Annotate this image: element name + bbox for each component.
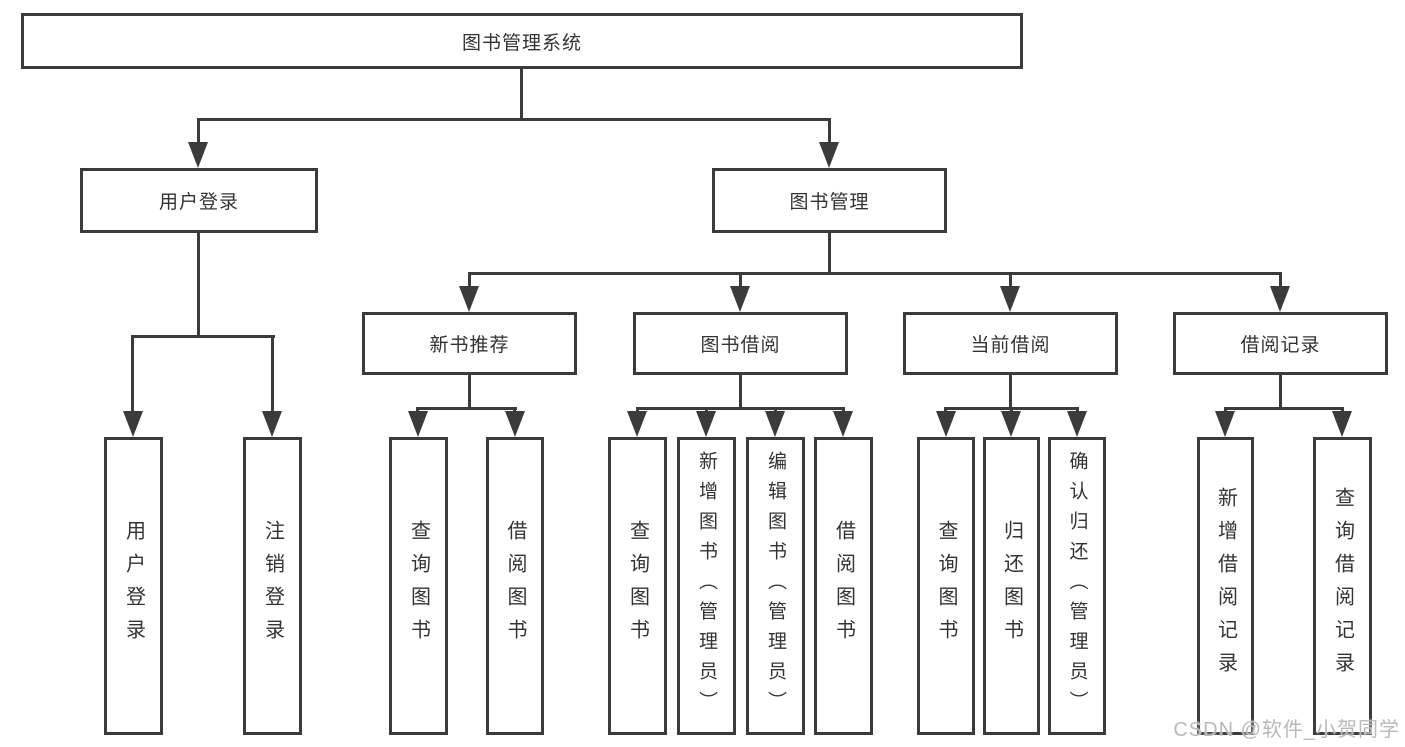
connector-line <box>774 407 777 414</box>
connector-line <box>468 272 1282 275</box>
leaf-borrow-book-2: 借阅图书 <box>814 437 873 735</box>
leaf-borrow-book-2-label: 借阅图书 <box>832 520 855 652</box>
connector-line <box>1076 407 1079 414</box>
arrowhead-down-icon <box>408 411 428 437</box>
node-user-login: 用户登录 <box>80 168 318 233</box>
connector-line <box>1224 407 1227 414</box>
leaf-query-book-1-label: 查询图书 <box>407 520 430 652</box>
node-root: 图书管理系统 <box>21 13 1023 69</box>
node-root-label: 图书管理系统 <box>461 32 582 54</box>
arrowhead-down-icon <box>627 411 647 437</box>
connector-line <box>1279 272 1282 288</box>
leaf-add-borrow-record-label: 新增借阅记录 <box>1214 487 1237 685</box>
arrowhead-down-icon <box>262 411 282 437</box>
node-current-borrow: 当前借阅 <box>903 312 1118 375</box>
connector-line <box>1010 407 1013 414</box>
leaf-query-book-2-label: 查询图书 <box>626 520 649 652</box>
connector-line <box>739 375 742 407</box>
leaf-query-book-3-label: 查询图书 <box>935 520 957 652</box>
leaf-borrow-book-1-label: 借阅图书 <box>504 520 526 652</box>
connector-line <box>271 335 274 413</box>
leaf-borrow-book-1: 借阅图书 <box>486 437 544 735</box>
arrowhead-down-icon <box>819 142 839 168</box>
leaf-logout: 注销登录 <box>243 437 302 735</box>
connector-line <box>1224 407 1344 410</box>
node-borrow-records-label: 借阅记录 <box>1240 335 1321 356</box>
arrowhead-down-icon <box>730 286 750 312</box>
arrowhead-down-icon <box>1270 286 1290 312</box>
connector-line <box>197 233 200 335</box>
connector-line <box>636 407 639 414</box>
arrowhead-down-icon <box>765 411 785 437</box>
node-new-book-recommend-label: 新书推荐 <box>429 335 510 356</box>
leaf-user-login-label: 用户登录 <box>122 520 145 652</box>
arrowhead-down-icon <box>188 142 208 168</box>
connector-line <box>197 118 831 121</box>
connector-line <box>828 118 831 145</box>
arrowhead-down-icon <box>459 286 479 312</box>
leaf-return-book-label: 归还图书 <box>1000 520 1023 652</box>
node-user-login-label: 用户登录 <box>158 192 239 213</box>
arrowhead-down-icon <box>1332 411 1352 437</box>
leaf-query-book-2: 查询图书 <box>608 437 667 735</box>
arrowhead-down-icon <box>1000 286 1020 312</box>
node-book-management: 图书管理 <box>712 168 947 233</box>
leaf-query-book-3: 查询图书 <box>917 437 975 735</box>
connector-line <box>197 118 200 145</box>
leaf-confirm-return-admin-label: 确认归还（管理员） <box>1066 451 1088 721</box>
arrowhead-down-icon <box>696 411 716 437</box>
leaf-confirm-return-admin: 确认归还（管理员） <box>1048 437 1106 735</box>
leaf-edit-book-admin: 编辑图书（管理员） <box>746 437 805 735</box>
connector-line <box>1341 407 1344 414</box>
connector-line <box>739 272 742 288</box>
arrowhead-down-icon <box>1001 411 1021 437</box>
node-book-management-label: 图书管理 <box>789 192 870 213</box>
connector-line <box>131 335 134 413</box>
connector-line <box>636 407 845 410</box>
connector-line <box>944 407 947 414</box>
arrowhead-down-icon <box>1215 411 1235 437</box>
leaf-return-book: 归还图书 <box>983 437 1040 735</box>
leaf-edit-book-admin-label: 编辑图书（管理员） <box>765 451 786 721</box>
leaf-add-borrow-record: 新增借阅记录 <box>1197 437 1254 735</box>
connector-line <box>416 407 419 414</box>
node-current-borrow-label: 当前借阅 <box>970 335 1051 356</box>
connector-line <box>468 272 471 288</box>
connector-line <box>1009 375 1012 407</box>
connector-line <box>131 335 275 338</box>
node-book-borrow-label: 图书借阅 <box>700 335 781 356</box>
leaf-add-book-admin-label: 新增图书（管理员） <box>696 451 717 721</box>
connector-line <box>513 407 516 414</box>
connector-line <box>1009 272 1012 288</box>
arrowhead-down-icon <box>505 411 525 437</box>
connector-line <box>705 407 708 414</box>
arrowhead-down-icon <box>833 411 853 437</box>
node-borrow-records: 借阅记录 <box>1173 312 1388 375</box>
arrowhead-down-icon <box>936 411 956 437</box>
leaf-user-login: 用户登录 <box>104 437 163 735</box>
arrowhead-down-icon <box>1067 411 1087 437</box>
node-new-book-recommend: 新书推荐 <box>362 312 577 375</box>
csdn-watermark: CSDN @软件_小贺同学 <box>1173 719 1400 741</box>
connector-line <box>842 407 845 414</box>
leaf-add-book-admin: 新增图书（管理员） <box>677 437 736 735</box>
connector-line <box>416 407 517 410</box>
connector-line <box>828 233 831 272</box>
leaf-query-borrow-record-label: 查询借阅记录 <box>1331 487 1354 685</box>
leaf-query-book-1: 查询图书 <box>389 437 448 735</box>
leaf-logout-label: 注销登录 <box>261 520 284 652</box>
arrowhead-down-icon <box>123 411 143 437</box>
connector-line <box>520 69 523 118</box>
connector-line <box>1279 375 1282 407</box>
connector-line <box>468 375 471 407</box>
node-book-borrow: 图书借阅 <box>633 312 848 375</box>
leaf-query-borrow-record: 查询借阅记录 <box>1313 437 1372 735</box>
